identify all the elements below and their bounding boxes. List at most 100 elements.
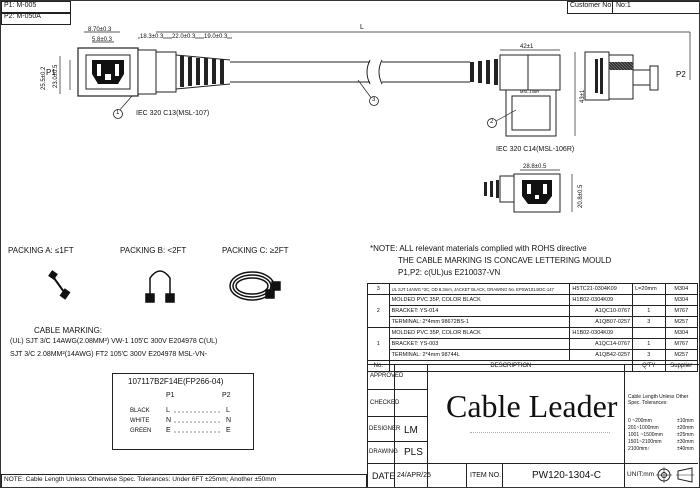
bom-header-row: No. DESCRIPTION Q'TY Supplier [367, 360, 699, 372]
tol-range-3: 1501~2100mm [628, 439, 662, 445]
tol-title: Cable Length Unless Other Spec. Toleranc… [628, 394, 689, 406]
tb-drawing-value: PLS [404, 447, 423, 458]
tb-unit: UNIT:mm [627, 471, 655, 478]
tb-vline-2 [427, 364, 428, 487]
p1-header-box [1, 1, 71, 14]
cable-drawing: MSL-107 [59, 31, 691, 213]
tol-value-1: ±20mm [677, 425, 694, 431]
bom-header-qty: Q'TY [632, 360, 666, 372]
balloon-1-circle [113, 109, 123, 119]
c13-label: IEC 320 C13(MSL-107) [136, 110, 210, 117]
p2-connector-end [584, 51, 659, 101]
packing-c-icon [229, 271, 281, 301]
tb-date-value: 24/APR/25 [397, 472, 431, 479]
p1-connector-code: P1: M-005 [4, 2, 37, 9]
brand-underline [470, 432, 610, 433]
dim-length-L: L [360, 24, 364, 31]
tol-value-0: ±10mm [677, 418, 694, 424]
p2-label: P2 [676, 70, 686, 79]
packing-a-icon [48, 270, 71, 300]
bottom-note: NOTE: Cable Length Unless Otherwise Spec… [4, 476, 277, 483]
tol-range-0: 0 ~200mm [628, 418, 652, 424]
dim-28-8: 28.8±0.5 [523, 164, 547, 170]
tol-value-3: ±30mm [677, 439, 694, 445]
p2-connector-front [484, 173, 561, 213]
tb-approved: APPROVED [370, 373, 404, 379]
tb-vline-1 [394, 364, 395, 487]
dim-19-0: 19.0±0.3 [204, 34, 228, 40]
wiring-color-black: BLACK [130, 408, 150, 414]
wiring-white-left: N [166, 417, 172, 424]
cable-marking-title: CABLE MARKING: [34, 326, 103, 335]
tol-value-2: ±25mm [677, 432, 694, 438]
customer-value: No:1 [616, 2, 631, 9]
bom-row-1a: 1 MOLDED PVC 35P, COLOR BLACK H1B02-0304… [367, 327, 699, 361]
tb-vline-3 [624, 364, 625, 487]
customer-divider [612, 1, 613, 13]
dim-8-70: 8.70±0.3 [88, 27, 112, 33]
tb-hline-3 [367, 441, 427, 442]
p2-header-box [1, 12, 71, 25]
note-rohs: *NOTE: ALL relevant materials complied w… [370, 244, 587, 253]
cable-body [230, 59, 470, 85]
wiring-p1: P1 [166, 392, 175, 399]
bom-table: 3 UL SJT 14AWG *3C, OD 8.3mm, JACKET BLA… [367, 283, 699, 372]
brand-logo-text: Cable Leader [446, 388, 618, 424]
tb-vline-4 [466, 463, 467, 487]
wiring-white-right: N [226, 417, 232, 424]
bom-header-supplier: Supplier [664, 360, 699, 372]
wiring-color-green: GREEN [130, 428, 152, 434]
wiring-black-right: L [226, 407, 230, 414]
note-cert: P1,P2: c(UL)us E210037-VN [398, 268, 501, 277]
tb-hline-1 [367, 389, 427, 390]
balloon-1-label: 1 [116, 110, 120, 116]
dim-42: 42±1 [520, 44, 534, 50]
cable-marking-line2: SJT 3/C 2.08MM²(14AWG) FT2 105'C 300V E2… [10, 351, 208, 358]
bom-row-3: 3 UL SJT 14AWG *3C, OD 8.3mm, JACKET BLA… [367, 283, 699, 295]
balloon-2-label: 2 [490, 119, 494, 125]
projection-symbol-icon [656, 467, 694, 483]
bom-row-1b: BRACKET: YS-003 A1QC14-0767 1 M767 [368, 338, 699, 350]
tb-hline-2 [367, 416, 427, 417]
tb-date: DATE [372, 471, 396, 481]
tol-range-1: 201~1000mm [628, 425, 659, 431]
note-marking: THE CABLE MARKING IS CONCAVE LETTERING M… [398, 256, 612, 265]
wiring-green-right: E [226, 427, 231, 434]
tb-item-no-value: PW120-1304-C [532, 470, 601, 481]
tol-value-4: ±40mm [677, 446, 694, 452]
bom-row-2a: 2 MOLDED PVC 35P, COLOR BLACK H1B02-0304… [367, 294, 699, 328]
tb-designer: DESIGNER [369, 426, 401, 432]
tb-drawing: DRAWING [369, 449, 398, 455]
packing-c-label: PACKING C: ≥2FT [222, 246, 289, 255]
p2-connector-side: MSL-106R [470, 54, 561, 137]
wiring-green-left: E [166, 427, 171, 434]
tb-checked: CHECKED [370, 400, 400, 406]
balloon-3-circle [369, 96, 379, 106]
balloon-2-circle [487, 118, 497, 128]
tb-designer-value: LM [404, 425, 418, 436]
customer-label: Customer No: [570, 2, 614, 9]
dim-22-0: 22.0±0.3 [172, 34, 196, 40]
tb-vline-5 [502, 463, 503, 487]
wiring-color-white: WHITE [130, 418, 150, 424]
packing-a-label: PACKING A: ≤1FT [8, 246, 74, 255]
dim-18-3: 18.3±0.3 [140, 34, 164, 40]
packing-illustrations [48, 270, 281, 303]
bom-row-2b: BRACKET: YS-014 A1QC10-0767 1 M767 [368, 305, 699, 317]
svg-text:MSL-106R: MSL-106R [520, 89, 539, 94]
tb-hline-4 [367, 463, 698, 464]
p1-connector: MSL-107 [77, 47, 231, 97]
tb-item-no-label: ITEM NO. [470, 472, 502, 479]
tol-range-4: 2100mm↑ [628, 446, 650, 452]
wiring-lines [174, 411, 222, 433]
wiring-black-left: L [166, 407, 170, 414]
wiring-title: 107117B2F14E(FP266-04) [128, 377, 224, 386]
p1-label: P1 [46, 68, 56, 77]
wiring-box [112, 373, 254, 450]
balloon-3-label: 3 [372, 97, 376, 103]
tol-range-2: 1001 ~1500mm [628, 432, 663, 438]
packing-b-label: PACKING B: <2FT [120, 246, 187, 255]
p2-connector-code: P2: M-050A [4, 13, 41, 20]
wiring-p2: P2 [222, 392, 231, 399]
